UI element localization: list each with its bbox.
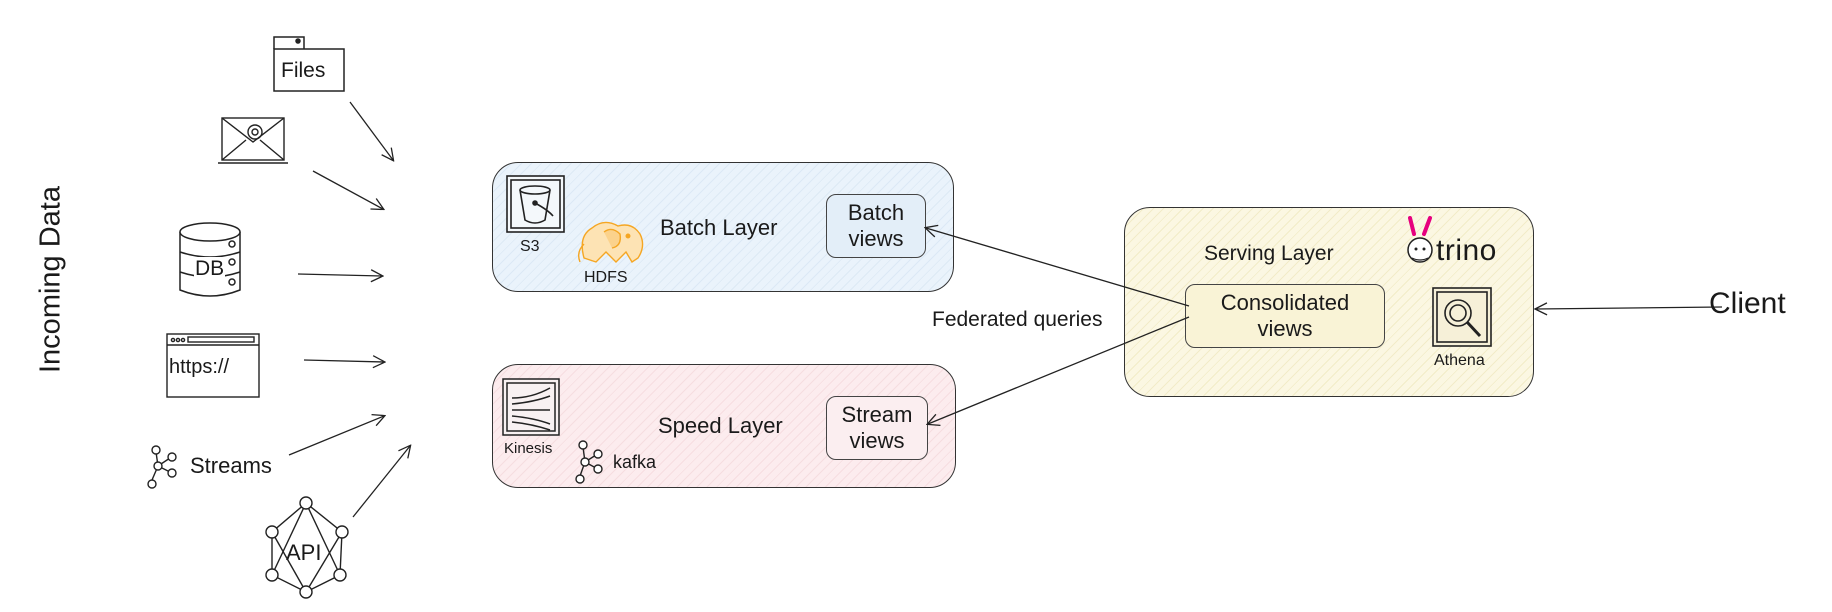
kafka-label: kafka	[613, 452, 657, 472]
speed-layer-title: Speed Layer	[658, 413, 783, 438]
incoming-arrows	[288, 101, 410, 518]
trino-label: trino	[1436, 234, 1497, 267]
arrow-streams	[288, 416, 384, 456]
arrow-web	[303, 360, 384, 362]
batch-layer-title: Batch Layer	[660, 215, 778, 240]
hdfs-elephant-icon	[577, 221, 644, 263]
arrow-email	[312, 170, 383, 209]
arrow-db	[297, 274, 382, 276]
kinesis-icon	[502, 378, 560, 436]
athena-label: Athena	[1434, 352, 1485, 369]
federated-arrows	[926, 228, 1723, 424]
streams-label: Streams	[190, 453, 272, 478]
stream-views-box: Stream views	[826, 396, 928, 460]
api-label: API	[286, 540, 322, 565]
streams-icon	[147, 445, 177, 489]
athena-icon	[1432, 287, 1492, 347]
web-label: https://	[169, 356, 230, 378]
hdfs-label: HDFS	[584, 269, 628, 286]
api-icon	[265, 496, 349, 599]
client-label: Client	[1709, 287, 1786, 320]
batch-views-box: Batch views	[826, 194, 926, 258]
arrow-client	[1536, 307, 1723, 309]
email-icon	[218, 117, 288, 164]
arrow-files	[349, 101, 393, 160]
files-icon	[273, 36, 345, 92]
browser-icon	[166, 333, 260, 398]
consolidated-views-box: Consolidated views	[1185, 284, 1385, 348]
kafka-icon	[575, 440, 603, 484]
files-label: Files	[281, 59, 326, 82]
federated-queries-label: Federated queries	[932, 308, 1103, 331]
arrow-api	[352, 446, 410, 518]
s3-bucket-icon	[506, 175, 565, 233]
arrow-to-batch-views	[926, 228, 1190, 307]
s3-label: S3	[520, 238, 540, 255]
serving-layer-title: Serving Layer	[1204, 242, 1334, 265]
kinesis-label: Kinesis	[504, 440, 553, 457]
incoming-data-title: Incoming Data	[34, 186, 67, 373]
trino-logo-icon	[1407, 216, 1433, 263]
arrow-to-stream-views	[928, 316, 1190, 424]
db-label: DB	[194, 257, 226, 281]
